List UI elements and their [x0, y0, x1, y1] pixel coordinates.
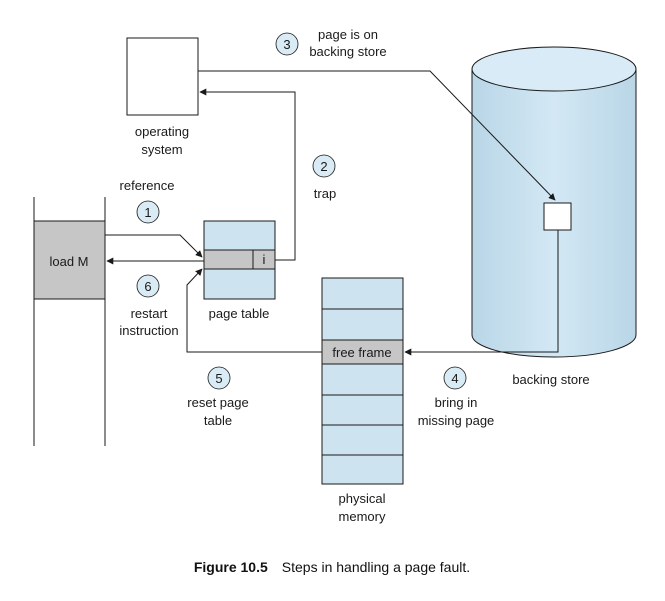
step-3-number: 3: [283, 37, 290, 52]
step-4-number: 4: [451, 371, 458, 386]
backing-store-label: backing store: [512, 372, 589, 387]
step-1-badge: 1: [136, 200, 160, 224]
physical-memory-label-line1: physical: [339, 491, 386, 506]
step-3-badge: 3: [275, 32, 299, 56]
free-frame: [321, 339, 404, 365]
step-6-number: 6: [144, 279, 151, 294]
free-frame-label: free frame: [332, 345, 391, 360]
bring-in-label-line1: bring in: [435, 395, 478, 410]
caption-label: Figure 10.5: [194, 559, 268, 575]
step-2-badge: 2: [312, 154, 336, 178]
arrow-page-on-backing-store: [198, 70, 556, 201]
load-m-box: [33, 220, 106, 300]
page-on-backing-label-line1: page is on: [318, 27, 378, 42]
invalid-bit: i: [263, 252, 266, 267]
restart-instruction-label-line2: instruction: [119, 323, 178, 338]
physical-memory-label-line2: memory: [339, 509, 386, 524]
step-1-number: 1: [144, 205, 151, 220]
backing-store-cylinder: [471, 46, 637, 358]
page-table-label: page table: [209, 306, 270, 321]
reset-page-table-label-line2: table: [204, 413, 232, 428]
bring-in-label-line2: missing page: [418, 413, 495, 428]
page-on-backing-label-line2: backing store: [309, 44, 386, 59]
arrow-bring-in-page: [404, 230, 559, 356]
step-5-badge: 5: [207, 366, 231, 390]
os-label-line2: system: [141, 142, 182, 157]
load-m-label: load M: [49, 254, 88, 269]
arrow-reference: [105, 234, 203, 258]
caption-text: Steps in handling a page fault.: [282, 559, 470, 575]
operating-system-box: [126, 37, 199, 116]
reset-page-table-label-line1: reset page: [187, 395, 248, 410]
step-5-number: 5: [215, 371, 222, 386]
physical-memory: [321, 277, 404, 485]
os-label-line1: operating: [135, 124, 189, 139]
arrow-trap: [199, 88, 296, 261]
step-2-number: 2: [320, 159, 327, 174]
step-4-badge: 4: [443, 366, 467, 390]
figure-caption: Figure 10.5 Steps in handling a page fau…: [194, 559, 470, 576]
arrow-reset-page-table: [186, 268, 322, 353]
reference-label: reference: [120, 178, 175, 193]
step-6-badge: 6: [136, 274, 160, 298]
trap-label: trap: [314, 186, 336, 201]
restart-instruction-label-line1: restart: [131, 306, 168, 321]
missing-page-block: [543, 202, 572, 231]
